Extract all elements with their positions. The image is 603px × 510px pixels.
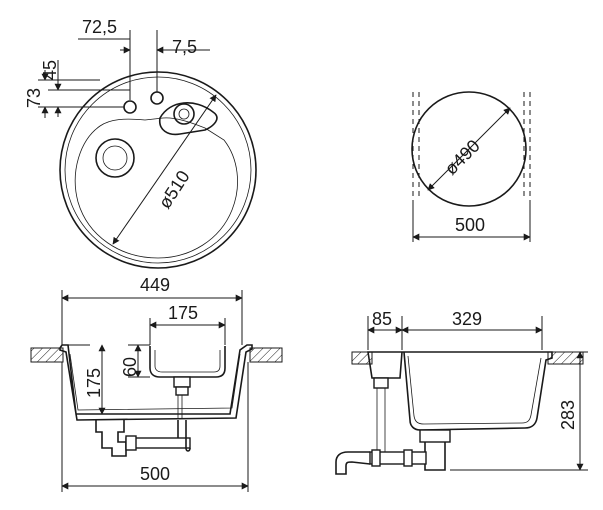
cutout-circle (411, 91, 527, 207)
bowl-diameter-label: ø510 (155, 167, 194, 212)
side-body (367, 351, 553, 431)
offset-7-label: 7,5 (172, 37, 197, 57)
trap (95, 420, 127, 457)
side-283-label: 283 (558, 400, 578, 430)
vert-73-label: 73 (24, 88, 44, 108)
front-section: 449 175 60 175 500 (30, 275, 283, 492)
riser-pipe (177, 420, 191, 452)
front-width-top-label: 449 (140, 275, 170, 295)
front-depth-60-label: 60 (120, 357, 140, 377)
side-elbow (335, 451, 371, 475)
counter-right (249, 347, 283, 363)
offset-72-label: 72,5 (82, 17, 117, 37)
side-trap (424, 442, 446, 471)
cutout-view: ø490 500 (411, 91, 531, 242)
drain (95, 138, 135, 178)
side-section: 85 329 283 (335, 309, 588, 475)
side-85-label: 85 (372, 309, 392, 329)
cutout-diameter-label: ø490 (441, 136, 484, 179)
trap-nut (125, 435, 137, 451)
sink-body (59, 344, 253, 421)
counter-side-left (351, 351, 373, 365)
small-bowl-inner (154, 350, 221, 373)
side-329-label: 329 (452, 309, 482, 329)
counter-left (30, 347, 64, 363)
plan-view: ø510 72,5 7,5 45 73 (24, 17, 257, 269)
front-width-bottom-label: 500 (140, 464, 170, 484)
vert-45-label: 45 (40, 60, 60, 80)
inner-rim (64, 76, 252, 264)
overflow-plate (158, 102, 218, 136)
main-bowl (69, 353, 241, 411)
outer-rim (59, 71, 257, 269)
side-main-drain (419, 429, 451, 443)
overflow-knob-inner (178, 108, 190, 120)
front-small-width-label: 175 (168, 303, 198, 323)
counter-side-right (547, 351, 584, 365)
side-trap-nut-1 (403, 449, 413, 467)
bowl-outline (74, 117, 238, 259)
drain-inner (102, 145, 128, 171)
front-depth-175-label: 175 (84, 368, 104, 398)
small-drain (173, 376, 191, 388)
side-bowl-inner (407, 355, 542, 425)
side-small-drain (373, 377, 389, 389)
side-trap-nut-2 (371, 449, 381, 467)
tap-hole-2 (150, 91, 164, 105)
small-drain-nut (175, 386, 189, 396)
tap-hole-1 (123, 100, 137, 114)
cutout-width-label: 500 (455, 215, 485, 235)
